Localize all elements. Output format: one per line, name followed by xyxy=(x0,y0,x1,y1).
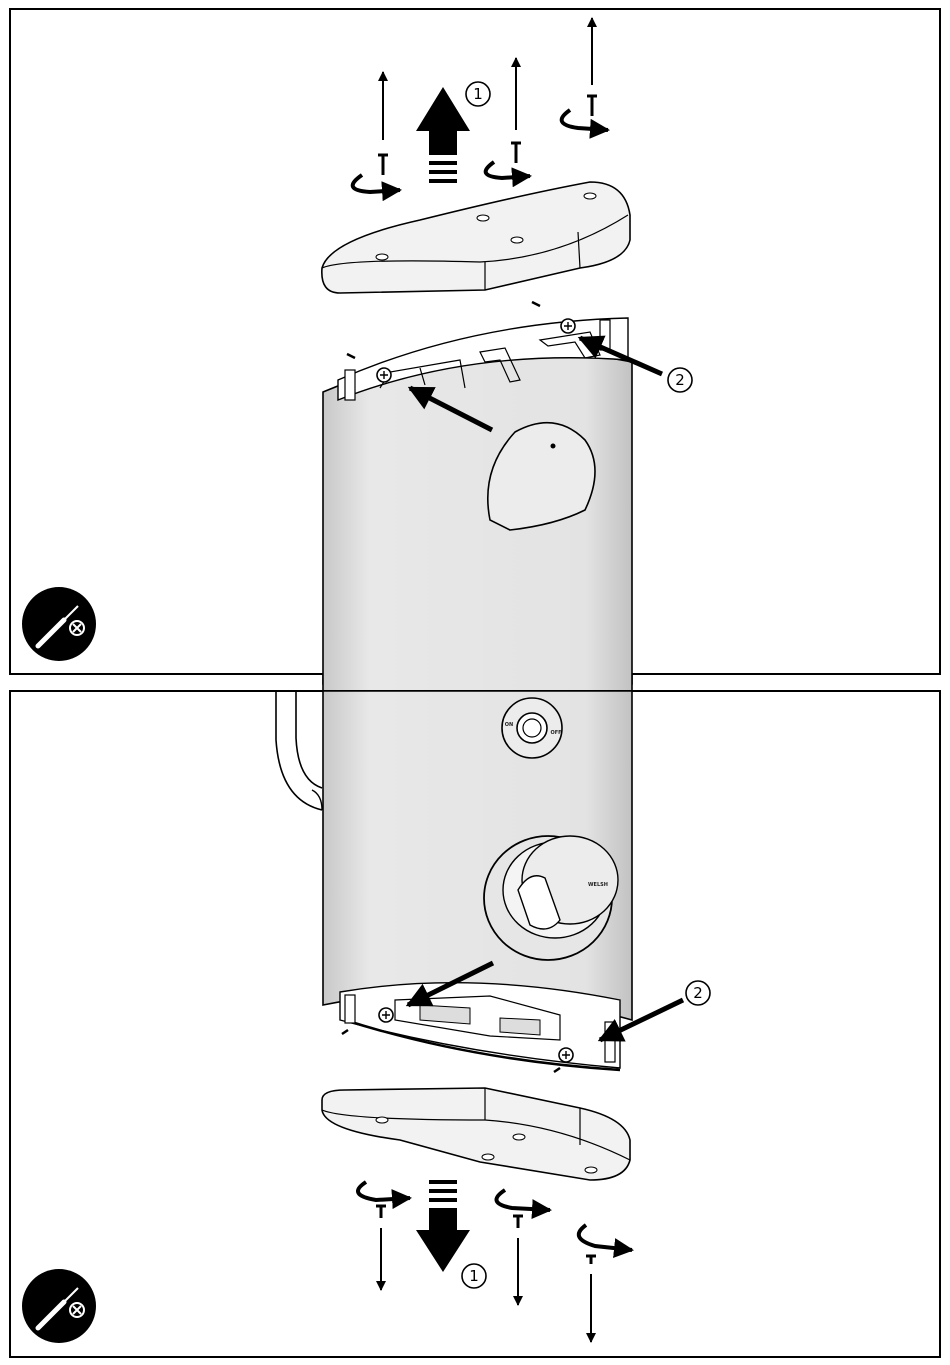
onoff-button: ON OFF xyxy=(502,698,562,758)
svg-text:1: 1 xyxy=(469,1267,479,1285)
fixing-screw xyxy=(559,1048,573,1062)
svg-text:ON: ON xyxy=(505,722,513,728)
pull-down-arrow xyxy=(416,1180,470,1272)
svg-text:WELSH: WELSH xyxy=(588,882,608,888)
svg-text:OFF: OFF xyxy=(550,730,561,736)
svg-text:2: 2 xyxy=(675,371,685,389)
screwdriver-icon xyxy=(22,1269,96,1343)
fixing-screw xyxy=(377,368,391,382)
fixing-screw xyxy=(561,319,575,333)
svg-text:2: 2 xyxy=(693,984,703,1002)
body-connector xyxy=(323,674,632,691)
callout-1-top: 1 xyxy=(466,82,490,106)
rotate-arrow-icon xyxy=(358,1182,410,1200)
callout-1-bottom: 1 xyxy=(462,1264,486,1288)
screwdriver-icon xyxy=(22,587,96,661)
top-panel: 1 2 xyxy=(10,9,940,684)
bottom-panel: ON OFF WELSH xyxy=(10,691,940,1357)
shower-body-bottom: ON OFF WELSH xyxy=(323,691,632,1072)
fixing-screw xyxy=(379,1008,393,1022)
removed-screws-bottom xyxy=(358,1182,632,1342)
bottom-cover xyxy=(322,1088,630,1180)
svg-text:1: 1 xyxy=(473,85,483,103)
